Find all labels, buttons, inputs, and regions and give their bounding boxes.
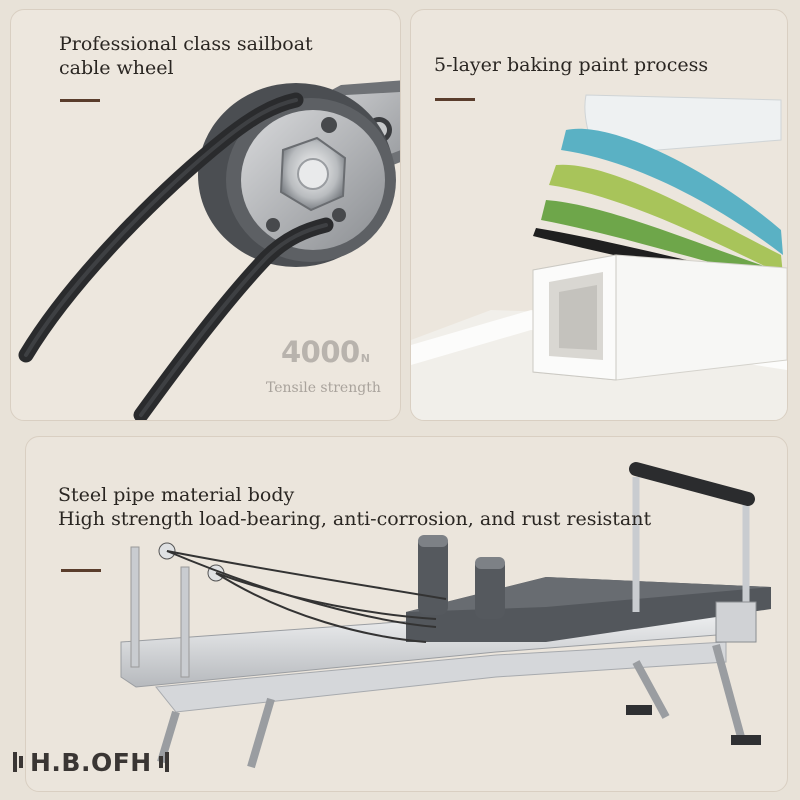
cable-wheel-caption-line1: Professional class sailboat: [59, 33, 313, 55]
body-caption: Steel pipe material body High strength l…: [58, 483, 651, 531]
tensile-value: 4000N: [281, 335, 370, 369]
paint-dash: [435, 98, 475, 101]
dumbbell-right-icon: [158, 752, 169, 772]
body-caption-line1: Steel pipe material body: [58, 484, 295, 506]
reformer-illustration: [120, 462, 771, 769]
body-caption-line2: High strength load-bearing, anti-corrosi…: [58, 508, 652, 530]
brand-logo-text: H.B.OFH: [30, 747, 152, 777]
cable-wheel-illustration: [18, 80, 400, 420]
cable-wheel-caption: Professional class sailboat cable wheel: [59, 32, 313, 80]
cable-wheel-panel: Professional class sailboat cable wheel …: [10, 9, 401, 421]
tensile-unit: N: [360, 352, 370, 365]
dumbbell-left-icon: [13, 752, 23, 772]
brand-logo: H.B.OFH: [12, 742, 170, 782]
tensile-label: Tensile strength: [266, 380, 381, 396]
paint-panel: 5-layer baking paint process: [410, 9, 788, 421]
cable-wheel-caption-line2: cable wheel: [59, 57, 174, 79]
tensile-number: 4000: [281, 335, 360, 369]
paint-caption: 5-layer baking paint process: [434, 54, 709, 76]
body-panel: Steel pipe material body High strength l…: [25, 436, 788, 792]
body-dash: [61, 569, 101, 572]
paint-layers-illustration: [411, 94, 787, 420]
cable-wheel-dash: [60, 99, 100, 102]
